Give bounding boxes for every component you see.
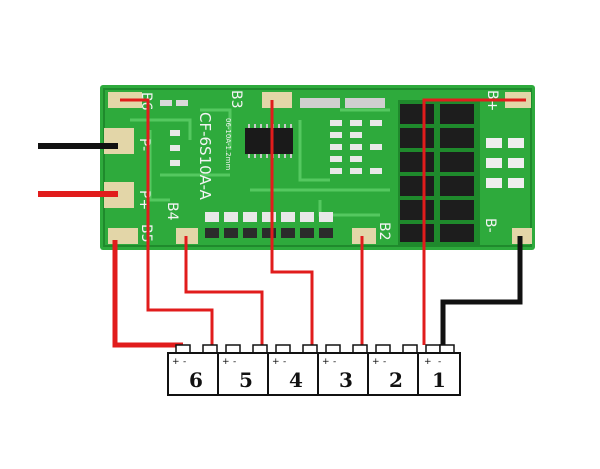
smd-components (160, 98, 524, 238)
cell-6-number: 6 (189, 368, 203, 392)
label-b3: B3 (228, 90, 244, 109)
battery-cells: + - 6 + - 5 + - 4 + - 3 (167, 344, 461, 396)
battery-cell-3: + - 3 (317, 344, 376, 396)
bms-board: CF-6S10A-A 06-10A-1.2mm B6 B3 B+ P- P+ B… (100, 85, 535, 250)
cell-5-number: 5 (239, 368, 253, 392)
pad-p-minus (104, 128, 134, 154)
cell-5-minus: - (233, 357, 236, 367)
cell-5-plus: + (222, 357, 230, 367)
cell-1-plus: + (424, 357, 432, 367)
battery-cell-5: + - 5 (217, 344, 276, 396)
wire-bplus-cell2-minus (422, 98, 526, 345)
battery-cell-2: + - 2 (367, 344, 426, 396)
cell-4-plus: + (272, 357, 280, 367)
board-model-label: CF-6S10A-A (196, 112, 214, 201)
wire-bminus-cell1-minus (440, 236, 523, 345)
cell-6-plus: + (172, 357, 180, 367)
label-p-minus: P- (136, 138, 152, 151)
label-p-plus: P+ (136, 190, 152, 210)
pcb-inner-tone (103, 88, 532, 247)
cell-2-plus: + (372, 357, 380, 367)
wire-b4-cell5-minus (184, 236, 264, 345)
battery-cell-4: + - 4 (267, 344, 326, 396)
cell-1-number: 1 (432, 368, 446, 392)
battery-cell-1: + - 1 (417, 344, 461, 396)
pad-b3 (262, 92, 292, 108)
pcb-traces (130, 108, 390, 217)
wire-b5-cell6-plus (112, 240, 183, 348)
mosfet-array (398, 100, 480, 246)
wire-b3-cell4-minus (270, 100, 314, 345)
balance-wires (112, 98, 526, 348)
pad-b2 (352, 228, 376, 244)
wire-b6-cell6-minus (120, 98, 214, 345)
label-b4: B4 (164, 202, 180, 221)
cell-3-plus: + (322, 357, 330, 367)
cell-3-number: 3 (339, 368, 353, 392)
cell-4-minus: - (283, 357, 286, 367)
cell-2-minus: - (383, 357, 386, 367)
label-b-minus: B- (482, 218, 498, 233)
cell-3-minus: - (333, 357, 336, 367)
controller-ic (245, 128, 293, 154)
cell-6-minus: - (183, 357, 186, 367)
cell-4-number: 4 (289, 368, 303, 392)
label-b5: B5 (138, 224, 154, 243)
label-b2: B2 (376, 222, 392, 241)
cell-1-minus: - (438, 357, 441, 367)
board-tiny-text: 06-10A-1.2mm (224, 118, 232, 170)
battery-cell-6: + - 6 (167, 344, 226, 396)
output-leads (38, 143, 118, 197)
cell-2-number: 2 (389, 368, 403, 392)
